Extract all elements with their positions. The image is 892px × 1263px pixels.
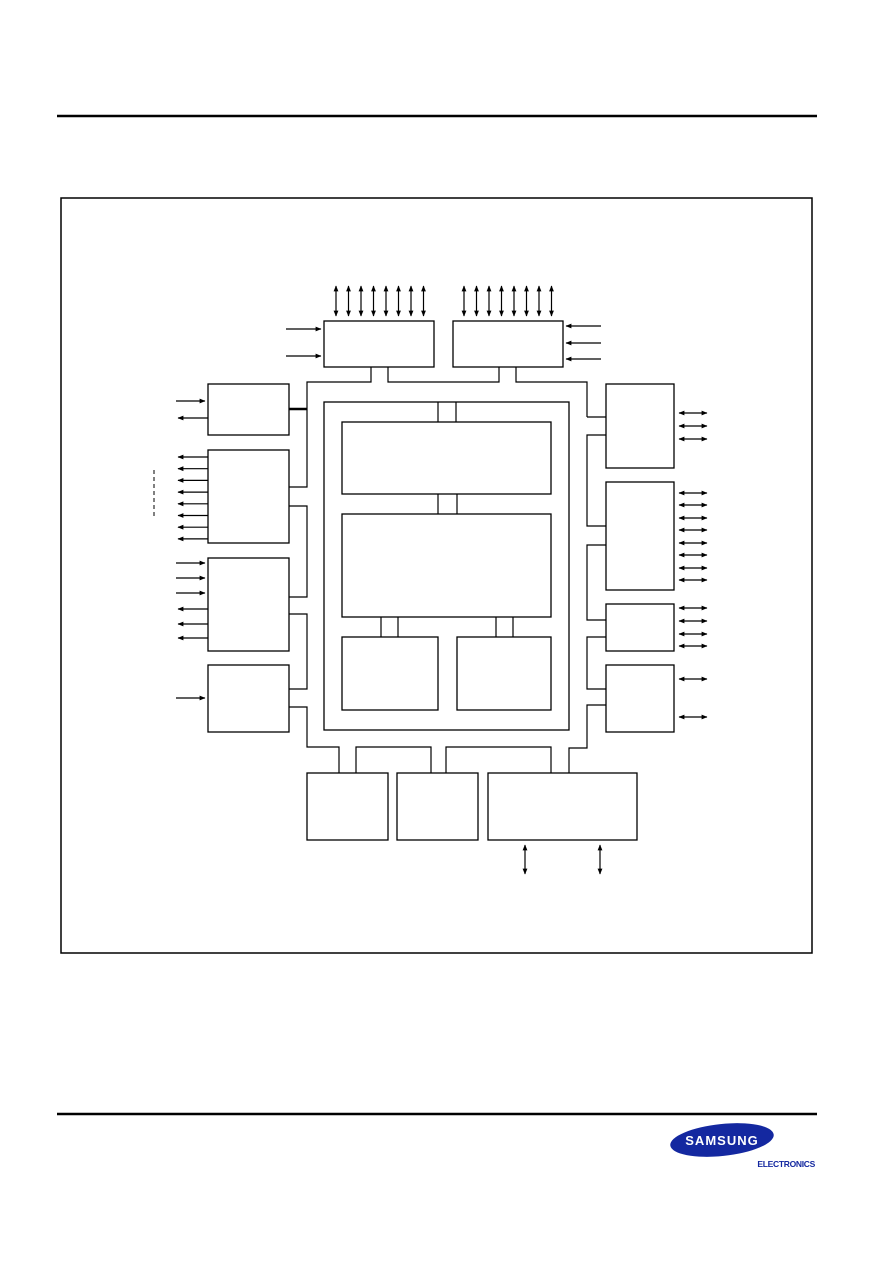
right-block-4 — [605, 664, 675, 733]
figure-frame — [60, 197, 813, 954]
bottom-block-2 — [396, 772, 479, 841]
left-block-4 — [207, 664, 290, 733]
top-block-input-arrows — [286, 323, 601, 362]
samsung-logo: SAMSUNG ELECTRONICS — [670, 1123, 816, 1169]
core-outer-block — [323, 401, 570, 731]
right-block-3 — [605, 603, 675, 652]
left-block-1-arrows — [176, 398, 208, 421]
top-left-port-arrows — [333, 285, 426, 317]
top-left-port-block — [323, 320, 435, 368]
right-block-1 — [605, 383, 675, 469]
right-block-2 — [605, 481, 675, 591]
bottom-block-3-arrows — [522, 844, 603, 875]
left-block-2 — [207, 449, 290, 544]
bottom-block-1 — [306, 772, 389, 841]
left-block-1 — [207, 383, 290, 436]
top-right-port-block — [452, 320, 564, 368]
core-connectors — [380, 402, 514, 637]
logo-wordmark: SAMSUNG — [685, 1133, 758, 1148]
bus-lines — [289, 367, 606, 773]
left-block-2-arrows — [177, 454, 208, 542]
left-block-3 — [207, 557, 290, 652]
right-block-arrows — [678, 410, 708, 720]
bottom-block-3 — [487, 772, 638, 841]
top-right-port-arrows — [461, 285, 554, 317]
logo-subtext: ELECTRONICS — [757, 1159, 815, 1169]
core-top-block — [341, 421, 552, 495]
logo-ellipse — [670, 1123, 774, 1157]
core-bottom-right-block — [456, 636, 552, 711]
core-middle-block — [341, 513, 552, 618]
left-block-3-arrows — [176, 560, 208, 641]
core-bottom-left-block — [341, 636, 439, 711]
